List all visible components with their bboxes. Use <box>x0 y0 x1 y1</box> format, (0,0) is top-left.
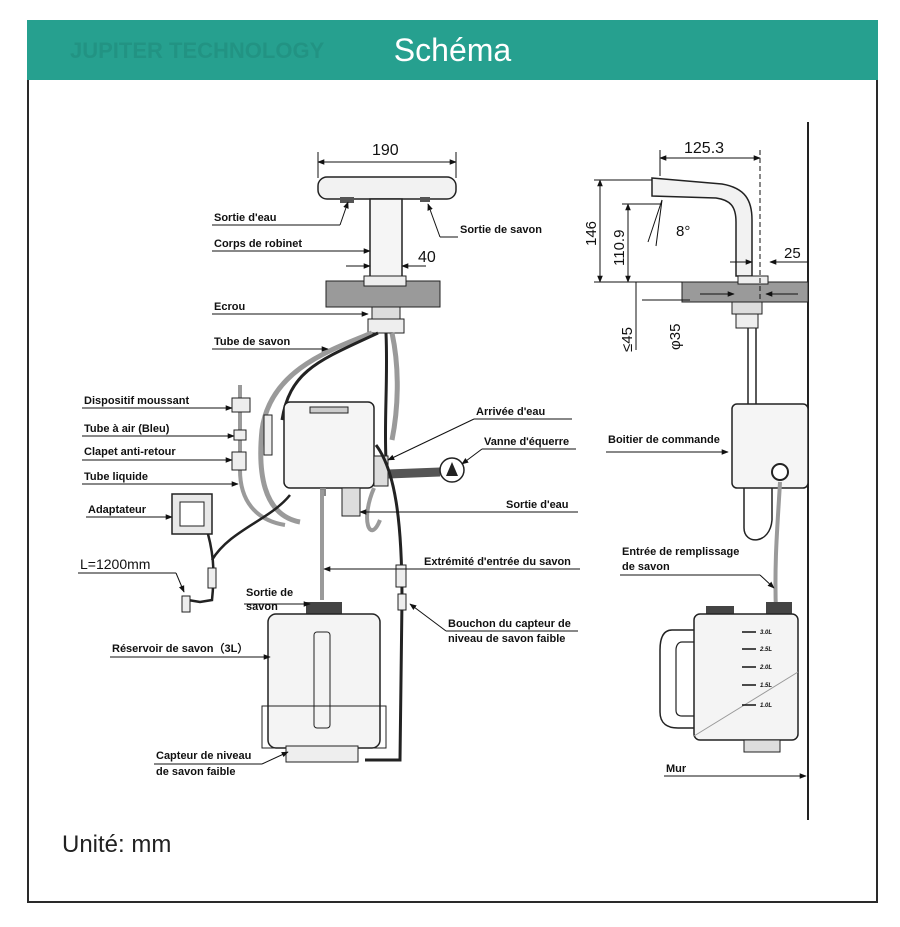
side-countertop <box>681 281 809 303</box>
label-vanne: Vanne d'équerre <box>484 436 569 448</box>
side-view: 3.0L 2.5L 2.0L 1.5L 1.0L <box>651 122 809 820</box>
label-boitier: Boitier de commande <box>608 434 720 446</box>
tank-mark: 1.5L <box>760 683 772 689</box>
nut <box>371 306 401 320</box>
label-corps-robinet: Corps de robinet <box>214 238 302 250</box>
label-arrivee-eau: Arrivée d'eau <box>476 406 545 418</box>
label-mur: Mur <box>666 763 687 775</box>
low-level-sensor <box>285 745 359 763</box>
tank-mark: 2.0L <box>759 665 772 671</box>
header-ghost-text: JUPITER TECHNOLOGY <box>70 38 325 63</box>
page-title: Schéma <box>393 32 512 68</box>
label-bouchon-2: niveau de savon faible <box>448 633 565 645</box>
side-tank <box>693 613 799 741</box>
faucet-assembly <box>171 176 465 763</box>
side-control-box <box>731 403 809 489</box>
label-cable-length: L=1200mm <box>80 556 150 572</box>
right-callouts: Boitier de commande Entrée de remplissag… <box>606 434 807 779</box>
dim-190: 190 <box>372 142 399 159</box>
dim-45: ≤45 <box>619 327 636 352</box>
dim-angle: 8° <box>676 223 690 240</box>
unit-label: Unité: mm <box>62 831 171 858</box>
dim-25: 25 <box>784 245 801 262</box>
label-sortie-savon-res-2: savon <box>246 601 278 613</box>
label-capteur-1: Capteur de niveau <box>156 750 251 762</box>
faucet-body <box>369 198 403 280</box>
label-sortie-savon-top: Sortie de savon <box>460 224 542 236</box>
label-entree-2: de savon <box>622 561 670 573</box>
label-adaptateur: Adaptateur <box>88 504 147 516</box>
label-tube-liquide: Tube liquide <box>84 471 148 483</box>
dim-40: 40 <box>418 249 436 266</box>
label-dispositif-moussant: Dispositif moussant <box>84 395 189 407</box>
dim-110: 110.9 <box>611 230 628 266</box>
control-box-front <box>283 401 375 489</box>
label-ecrou: Ecrou <box>214 301 245 313</box>
header-banner <box>27 20 878 80</box>
tank-mark: 2.5L <box>759 647 772 653</box>
left-callouts: Sortie d'eau Sortie de savon Corps de ro… <box>78 201 580 778</box>
dim-146: 146 <box>583 221 600 246</box>
label-reservoir: Réservoir de savon（3L） <box>112 642 248 655</box>
label-sortie-savon-res-1: Sortie de <box>246 587 293 599</box>
dim-125: 125.3 <box>684 140 724 157</box>
side-spout <box>651 177 753 277</box>
label-tube-air: Tube à air (Bleu) <box>84 423 170 435</box>
label-capteur-2: de savon faible <box>156 766 235 778</box>
faucet-head <box>317 176 457 200</box>
tank-mark: 1.0L <box>760 703 772 709</box>
right-dimensions: 125.3 146 110.9 8° 25 ≤45 φ35 <box>583 140 808 352</box>
tank-mark: 3.0L <box>760 630 772 636</box>
label-sortie-eau-top: Sortie d'eau <box>214 212 277 224</box>
label-tube-savon: Tube de savon <box>214 336 290 348</box>
label-entree-1: Entrée de remplissage <box>622 546 739 558</box>
label-sortie-eau-mid: Sortie d'eau <box>506 499 569 511</box>
left-dimensions: 190 40 <box>317 142 457 269</box>
label-clapet: Clapet anti-retour <box>84 446 176 458</box>
dim-35: φ35 <box>667 324 684 350</box>
label-bouchon-1: Bouchon du capteur de <box>448 618 571 630</box>
label-extremite: Extrémité d'entrée du savon <box>424 556 571 568</box>
